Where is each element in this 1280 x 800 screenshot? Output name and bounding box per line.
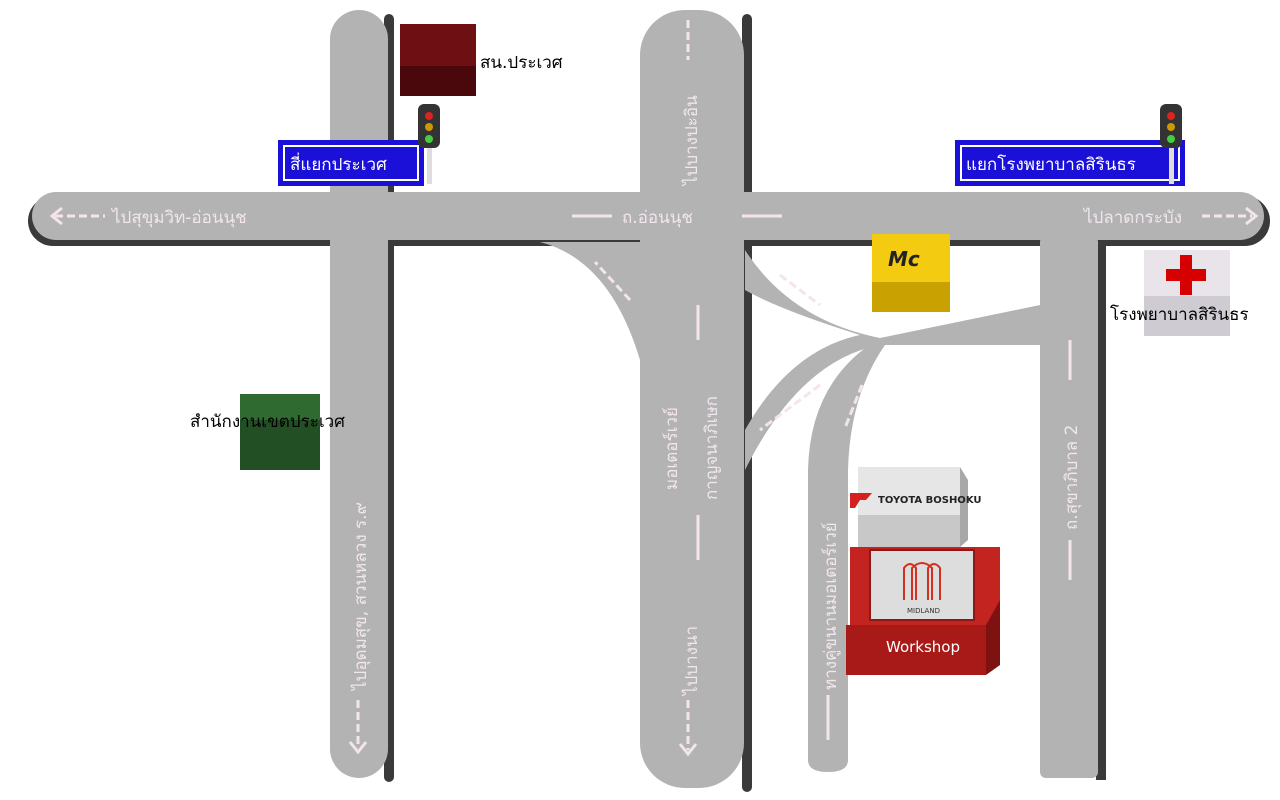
label-to-bangna: ไปบางนา bbox=[681, 626, 702, 697]
toyota-logo-icon bbox=[850, 493, 872, 508]
label-onnut: ถ.อ่อนนุช bbox=[622, 208, 693, 228]
label-frontage: ทางคู่ขนานมอเตอร์เวย์ bbox=[821, 522, 841, 690]
label-to-east: ไปลาดกระบัง bbox=[1082, 207, 1182, 228]
traffic-light-icon bbox=[1160, 104, 1182, 184]
hospital-building bbox=[1144, 250, 1230, 336]
toyota-boshoku-building: TOYOTA BOSHOKU bbox=[850, 467, 982, 547]
svg-text:สี่แยกประเวศ: สี่แยกประเวศ bbox=[290, 152, 387, 175]
sign-left-intersection: สี่แยกประเวศ bbox=[278, 140, 424, 186]
road-onnut bbox=[32, 192, 1264, 240]
midland-logo-icon bbox=[903, 562, 941, 600]
label-to-udomsuk: ไปอุดมสุข, สวนหลวง ร.๙ bbox=[350, 502, 371, 692]
svg-text:แยกโรงพยาบาลสิรินธร: แยกโรงพยาบาลสิรินธร bbox=[966, 154, 1136, 175]
workshop-label: Workshop bbox=[886, 638, 960, 656]
sign-right-intersection: แยกโรงพยาบาลสิรินธร bbox=[955, 140, 1185, 186]
label-motorway-2: กาญจนาภิเษก bbox=[702, 396, 722, 500]
red-cross-icon bbox=[1166, 255, 1206, 295]
label-sukhaphiban: ถ.สุขาภิบาล 2 bbox=[1062, 425, 1082, 530]
label-police: สน.ประเวศ bbox=[480, 53, 563, 73]
lane-markings bbox=[49, 20, 1259, 757]
road-right-vertical bbox=[1040, 236, 1098, 778]
ramps bbox=[540, 242, 1040, 772]
label-motorway-1: มอเตอร์เวย์ bbox=[662, 407, 682, 490]
label-to-north: ไปบางปะอิน bbox=[681, 95, 702, 187]
district-office-building bbox=[240, 394, 320, 470]
toyota-label: TOYOTA BOSHOKU bbox=[878, 495, 982, 506]
police-station-building bbox=[400, 24, 476, 96]
label-district-office: สำนักงานเขตประเวศ bbox=[190, 412, 345, 432]
mc-logo: Mc bbox=[888, 247, 920, 271]
traffic-light-icon bbox=[418, 104, 440, 184]
midland-label: MIDLAND bbox=[907, 607, 940, 615]
label-to-west: ไปสุขุมวิท-อ่อนนุช bbox=[110, 207, 247, 228]
midland-workshop-building: MIDLAND Workshop bbox=[846, 547, 1000, 675]
label-hospital: โรงพยาบาลสิรินธร bbox=[1110, 304, 1249, 325]
mcdonalds-building: Mc bbox=[872, 234, 950, 312]
